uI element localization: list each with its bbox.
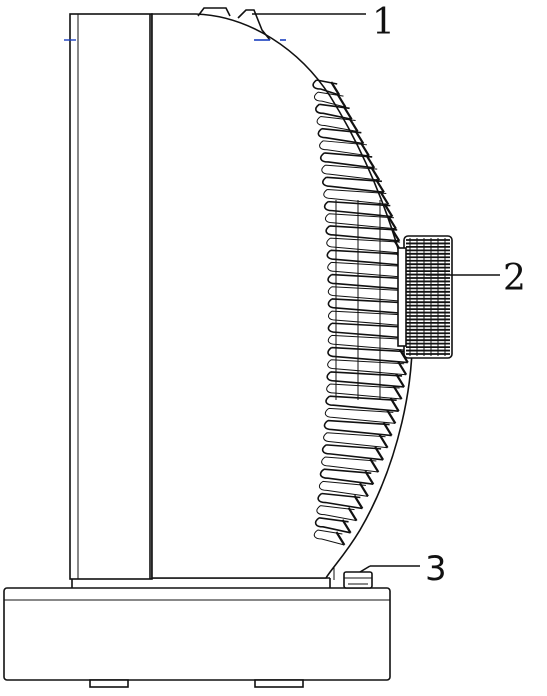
grille-slat-tip xyxy=(370,166,381,181)
rear-grille xyxy=(312,79,411,546)
base-body xyxy=(3,587,391,681)
grille-slat-tip xyxy=(397,361,408,376)
front-panel-body xyxy=(69,13,153,580)
grille-slat-tip xyxy=(347,507,358,522)
grille-slat-tip xyxy=(341,519,352,534)
grille-slat-tip xyxy=(389,397,400,412)
grille-slat-tip xyxy=(382,421,393,437)
grille-slat-tip xyxy=(379,190,390,206)
top-control xyxy=(197,7,286,41)
callout-label-1: 1 xyxy=(372,2,395,43)
grille-slat xyxy=(327,359,407,376)
grille-slat xyxy=(326,249,405,267)
grille-slat-tip xyxy=(365,154,376,169)
grille-slat-tip xyxy=(359,142,370,157)
grille-slat xyxy=(321,164,380,181)
grille-slat-tip xyxy=(336,93,347,108)
grille-slat-tip xyxy=(364,470,375,485)
base-foot-right xyxy=(254,679,304,688)
grille-slat-tip xyxy=(330,81,341,96)
grille-slat xyxy=(326,371,405,388)
grille-slat xyxy=(323,188,389,205)
grille-slat xyxy=(324,213,397,230)
grille-slat-tip xyxy=(348,117,359,133)
base-button xyxy=(343,571,373,589)
grille-slat xyxy=(312,79,340,96)
grille-slat xyxy=(317,127,364,145)
grille-slat-tip xyxy=(386,409,397,424)
callout-label-3: 3 xyxy=(425,549,447,589)
grille-slat xyxy=(318,480,369,497)
grille-slat xyxy=(321,444,384,461)
base-foot-left xyxy=(89,679,129,688)
grille-slat xyxy=(327,261,407,278)
grille-slat xyxy=(323,419,392,437)
knob-ridges xyxy=(406,238,450,356)
grille-slat xyxy=(325,395,399,413)
grille-slat-tip xyxy=(374,178,385,193)
grille-slat-tip xyxy=(335,531,346,546)
grille-slat-tip xyxy=(395,373,406,388)
fan-base xyxy=(3,587,391,688)
grille-slat-tip xyxy=(383,203,394,218)
knob-collar xyxy=(397,247,407,347)
grille-slat-tip xyxy=(390,227,401,242)
grille-slat-tip xyxy=(387,215,397,230)
grille-slat xyxy=(319,140,369,157)
grille-slat-tip xyxy=(378,434,389,449)
grille-slat xyxy=(324,407,396,424)
housing-outline xyxy=(151,13,413,579)
grille-slat-tip xyxy=(354,130,365,145)
base-button-cap xyxy=(343,571,373,589)
grille-slat xyxy=(325,225,400,242)
grille-slat-tip xyxy=(353,494,364,510)
grille-slat-tip xyxy=(369,458,380,473)
grille-slat xyxy=(319,152,375,169)
grille-slat-tip xyxy=(374,446,385,461)
grille-slat xyxy=(319,468,374,485)
callout-leaders xyxy=(252,13,500,573)
grille-slat xyxy=(321,456,379,473)
grille-slat xyxy=(322,176,385,194)
front-panel xyxy=(64,13,153,580)
grille-slat-tip xyxy=(342,105,353,120)
grille-slat xyxy=(323,432,388,449)
rear-knob xyxy=(397,235,453,359)
grille-slat-tip xyxy=(359,482,369,497)
grille-slat xyxy=(326,237,403,254)
grille-slat xyxy=(326,383,402,400)
callout-label-2: 2 xyxy=(503,258,526,299)
grille-slat-tip xyxy=(392,385,403,400)
leader-3a xyxy=(359,565,371,573)
housing-shell xyxy=(151,13,413,579)
